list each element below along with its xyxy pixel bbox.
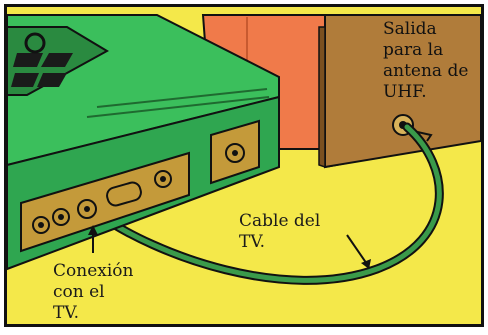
uhf-output-label: Salida para la antena de UHF. bbox=[383, 19, 469, 102]
connector-panel bbox=[20, 151, 190, 253]
tv-cable-label: Cable del TV. bbox=[239, 211, 321, 252]
scene-drawing bbox=[7, 14, 481, 285]
illustration: Salida para la antena de UHF. Cable del … bbox=[4, 4, 484, 327]
connection-arrow-icon bbox=[88, 225, 98, 253]
cable-arrow-icon bbox=[346, 234, 371, 269]
keypad-icon bbox=[7, 26, 110, 96]
game-console bbox=[7, 14, 280, 271]
tv-connection-label: Conexión con el TV. bbox=[53, 261, 134, 323]
